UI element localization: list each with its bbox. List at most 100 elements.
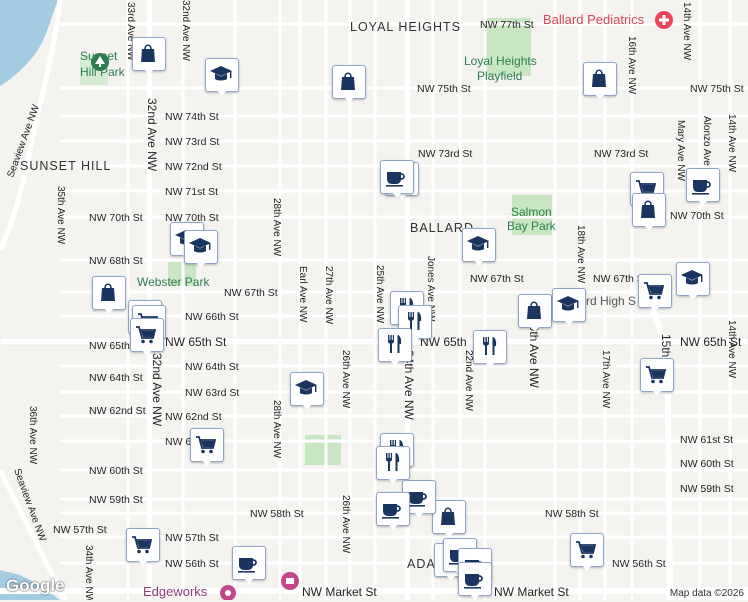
- street-label-27th: 27th Ave NW: [323, 266, 334, 325]
- shopping-bag-marker[interactable]: [132, 37, 166, 77]
- shopping-cart-icon: [644, 282, 665, 300]
- location-pin[interactable]: [220, 585, 236, 600]
- school-icon: [557, 296, 579, 311]
- restaurant-marker[interactable]: [473, 330, 507, 370]
- street-label-market: NW Market St: [302, 585, 377, 599]
- map-attribution[interactable]: Map data ©2026: [665, 587, 748, 600]
- street-label-market2: NW Market St: [494, 585, 569, 599]
- street-label-nw66: NW 66th St: [185, 311, 239, 323]
- school-marker[interactable]: [462, 228, 496, 268]
- street-label-nw72: NW 72nd St: [165, 161, 222, 173]
- street-label-nw75: NW 75th St: [417, 83, 471, 95]
- shopping-cart-icon: [646, 366, 667, 384]
- park-pin[interactable]: [91, 53, 109, 71]
- nw-65th-st-road[interactable]: [0, 337, 748, 346]
- shopping-cart-icon: [196, 436, 217, 454]
- shopping-cart-marker[interactable]: [130, 318, 164, 358]
- coffee-marker[interactable]: [458, 562, 492, 602]
- street-label-nw77: NW 77th St: [480, 19, 534, 31]
- seaview-ave-road-south[interactable]: [0, 468, 68, 600]
- shopping-bag-icon: [141, 44, 155, 62]
- restaurant-icon: [408, 312, 422, 330]
- street-label-nw67c: NW 67th St: [593, 273, 647, 285]
- school-marker[interactable]: [184, 230, 218, 270]
- street-label-24th: 24th Ave NW: [402, 350, 416, 420]
- street-label-nw58b: NW 58th St: [545, 508, 599, 520]
- restaurant-icon: [386, 453, 400, 471]
- school-icon: [189, 238, 211, 253]
- shopping-cart-icon: [576, 541, 597, 559]
- market-st-road[interactable]: [0, 588, 748, 594]
- poi-ballard-high[interactable]: rd High S: [586, 294, 636, 308]
- street-label-nw74: NW 74th St: [165, 111, 219, 123]
- school-marker[interactable]: [552, 288, 586, 328]
- street-label-nw70c: NW 70th St: [670, 210, 724, 222]
- street-label-earl: Earl Ave NW: [297, 266, 308, 323]
- poi-ballard-pediatrics[interactable]: Ballard Pediatrics: [543, 12, 645, 27]
- neighborhood-loyal-heights: LOYAL HEIGHTS: [350, 20, 461, 34]
- coffee-marker[interactable]: [232, 546, 266, 586]
- street-label-14th-b: 14th Ave NW: [726, 114, 737, 173]
- marker-card: [205, 58, 239, 96]
- shopping-bag-icon: [101, 283, 115, 301]
- coffee-marker[interactable]: [402, 480, 436, 520]
- street-label-nw62b: NW 62nd St: [165, 411, 222, 423]
- shopping-bag-icon: [592, 69, 606, 87]
- street-label-nw65c: NW 65th St: [680, 335, 742, 349]
- shopping-bag-marker[interactable]: [583, 62, 617, 102]
- street-label-22nd: 22nd Ave NW: [463, 350, 474, 412]
- street-label-nw65b: NW 65th: [420, 335, 467, 349]
- shopping-bag-icon: [641, 200, 655, 218]
- coffee-marker[interactable]: [380, 160, 414, 200]
- shopping-cart-marker[interactable]: [190, 428, 224, 468]
- park-label-loyal-b: Playfield: [477, 69, 522, 83]
- school-marker[interactable]: [290, 372, 324, 412]
- street-label-nw56: NW 56th St: [165, 558, 219, 570]
- street-label-nw57b: NW 57th St: [165, 532, 219, 544]
- street-label-26th-b: 26th Ave NW: [340, 495, 351, 554]
- shopping-bag-marker[interactable]: [632, 193, 666, 233]
- shopping-bag-icon: [441, 507, 455, 525]
- shopping-cart-marker[interactable]: [640, 358, 674, 398]
- park-label-webster: Webster Park: [137, 275, 210, 289]
- park-label-salmon-b: Bay Park: [507, 219, 557, 233]
- school-marker[interactable]: [205, 58, 239, 98]
- shopping-bag-marker[interactable]: [518, 294, 552, 334]
- hospital-pin[interactable]: [655, 11, 673, 29]
- salmon-bay-park: [512, 195, 552, 235]
- street-label-nw68: NW 68th St: [89, 255, 143, 267]
- shopping-bag-marker[interactable]: [332, 65, 366, 105]
- shopping-cart-marker[interactable]: [638, 274, 672, 314]
- marker-card: [640, 358, 674, 396]
- street-label-32nd-top: 32nd Ave NW: [180, 0, 191, 62]
- street-label-36th: 36th Ave NW: [27, 406, 38, 465]
- school-marker[interactable]: [676, 262, 710, 302]
- street-label-nw73b: NW 73rd St: [418, 148, 472, 160]
- street-label-nw56b: NW 56th St: [612, 558, 666, 570]
- school-icon: [210, 66, 232, 81]
- school-icon: [467, 236, 489, 251]
- shopping-cart-marker[interactable]: [126, 528, 160, 568]
- street-label-nw65: NW 65th St: [89, 340, 143, 352]
- marker-card: [378, 328, 412, 366]
- street-label-alonzo: Alonzo Ave NW: [701, 116, 712, 186]
- restaurant-marker[interactable]: [376, 446, 410, 486]
- poi-edgeworks[interactable]: Edgeworks: [143, 584, 208, 599]
- puget-sound-water: [0, 0, 58, 86]
- coffee-marker[interactable]: [376, 492, 410, 532]
- shopping-cart-marker[interactable]: [570, 533, 604, 573]
- edgeworks-pin[interactable]: [281, 572, 299, 590]
- street-label-nw67: NW 67th St: [224, 287, 278, 299]
- school-icon: [295, 380, 317, 395]
- restaurant-marker[interactable]: [378, 328, 412, 368]
- seaview-ave-road[interactable]: [0, 0, 63, 252]
- shopping-bag-marker[interactable]: [432, 500, 466, 540]
- street-label-nw59b: NW 59th St: [680, 483, 734, 495]
- marker-card: [376, 446, 410, 484]
- street-label-14th-c: 14th Ave NW: [726, 320, 737, 379]
- coffee-marker[interactable]: [686, 168, 720, 208]
- shopping-bag-marker[interactable]: [92, 276, 126, 316]
- google-logo[interactable]: Google: [6, 576, 65, 595]
- street-label-34th: 34th Ave NW: [83, 545, 94, 600]
